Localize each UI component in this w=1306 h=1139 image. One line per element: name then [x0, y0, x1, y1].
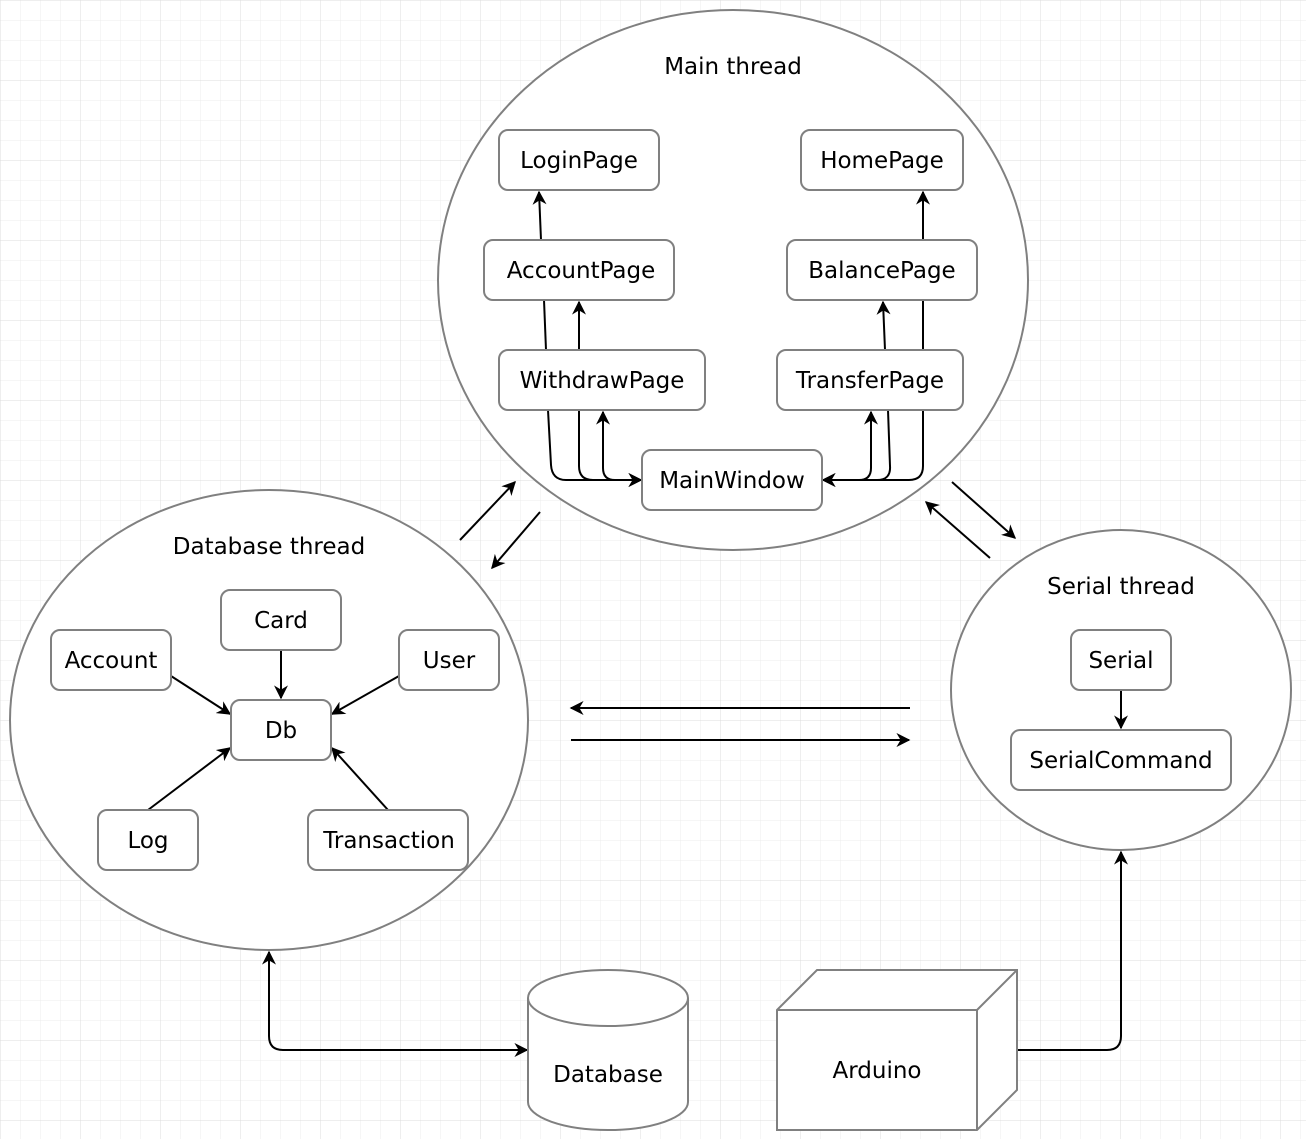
- node-mainwindow[interactable]: MainWindow: [641, 449, 823, 511]
- node-transferpage-label: TransferPage: [795, 368, 944, 394]
- node-db-label: Db: [265, 718, 297, 744]
- node-db[interactable]: Db: [230, 699, 332, 761]
- node-balancepage[interactable]: BalancePage: [786, 239, 978, 301]
- edge-transfer-mainwindow-2: [821, 409, 892, 487]
- node-transaction[interactable]: Transaction: [307, 809, 469, 871]
- node-loginpage[interactable]: LoginPage: [498, 129, 660, 191]
- node-loginpage-label: LoginPage: [520, 148, 638, 174]
- node-card-label: Card: [254, 608, 308, 634]
- edge-accountpage-down: [543, 299, 547, 351]
- serial-thread-title: Serial thread: [1047, 574, 1195, 600]
- edge-transaction-db: [331, 746, 389, 811]
- edge-mainwindow-transfer: [823, 410, 878, 481]
- edge-user-db: [330, 675, 400, 715]
- node-log[interactable]: Log: [97, 809, 199, 871]
- database-storage-label: Database: [553, 1062, 663, 1088]
- edge-arduino-serial: [1017, 850, 1128, 1051]
- node-accountpage[interactable]: AccountPage: [483, 239, 675, 301]
- main-thread-title: Main thread: [664, 54, 802, 80]
- edge-withdraw-mainwindow-1: [547, 409, 643, 487]
- edge-accountpage-loginpage: [532, 190, 547, 241]
- database-storage[interactable]: Database: [527, 969, 689, 1131]
- edge-serial-to-main: [924, 501, 991, 559]
- edge-log-db: [147, 747, 232, 811]
- node-account-label: Account: [65, 648, 158, 674]
- edge-withdraw-mainwindow-2: [578, 410, 643, 487]
- node-serialcommand-label: SerialCommand: [1029, 748, 1212, 774]
- arduino-device-label: Arduino: [832, 1058, 921, 1084]
- edge-dbthread-database: [262, 950, 529, 1057]
- node-withdrawpage-label: WithdrawPage: [520, 368, 685, 394]
- node-account[interactable]: Account: [50, 629, 172, 691]
- node-withdrawpage[interactable]: WithdrawPage: [498, 349, 706, 411]
- node-serial-label: Serial: [1088, 648, 1153, 674]
- node-balancepage-label: BalancePage: [808, 258, 955, 284]
- node-transaction-label: Transaction: [322, 828, 455, 854]
- node-user[interactable]: User: [398, 629, 500, 691]
- edge-transfer-mainwindow-1: [821, 410, 924, 487]
- edge-mainwindow-withdraw: [596, 410, 641, 481]
- edge-main-to-db: [491, 511, 541, 570]
- node-serial[interactable]: Serial: [1070, 629, 1172, 691]
- edge-main-to-serial: [951, 481, 1017, 539]
- node-homepage[interactable]: HomePage: [800, 129, 964, 191]
- node-homepage-label: HomePage: [820, 148, 944, 174]
- edge-db-to-main: [459, 480, 516, 541]
- node-accountpage-label: AccountPage: [507, 258, 656, 284]
- node-mainwindow-label: MainWindow: [659, 468, 805, 494]
- node-transferpage[interactable]: TransferPage: [776, 349, 964, 411]
- arduino-device[interactable]: Arduino: [776, 969, 1018, 1131]
- edge-account-db: [170, 675, 232, 715]
- node-log-label: Log: [127, 828, 168, 854]
- node-serialcommand[interactable]: SerialCommand: [1010, 729, 1232, 791]
- edge-transfer-balance: [876, 300, 891, 351]
- node-card[interactable]: Card: [220, 589, 342, 651]
- database-thread-title: Database thread: [173, 534, 365, 560]
- node-user-label: User: [423, 648, 476, 674]
